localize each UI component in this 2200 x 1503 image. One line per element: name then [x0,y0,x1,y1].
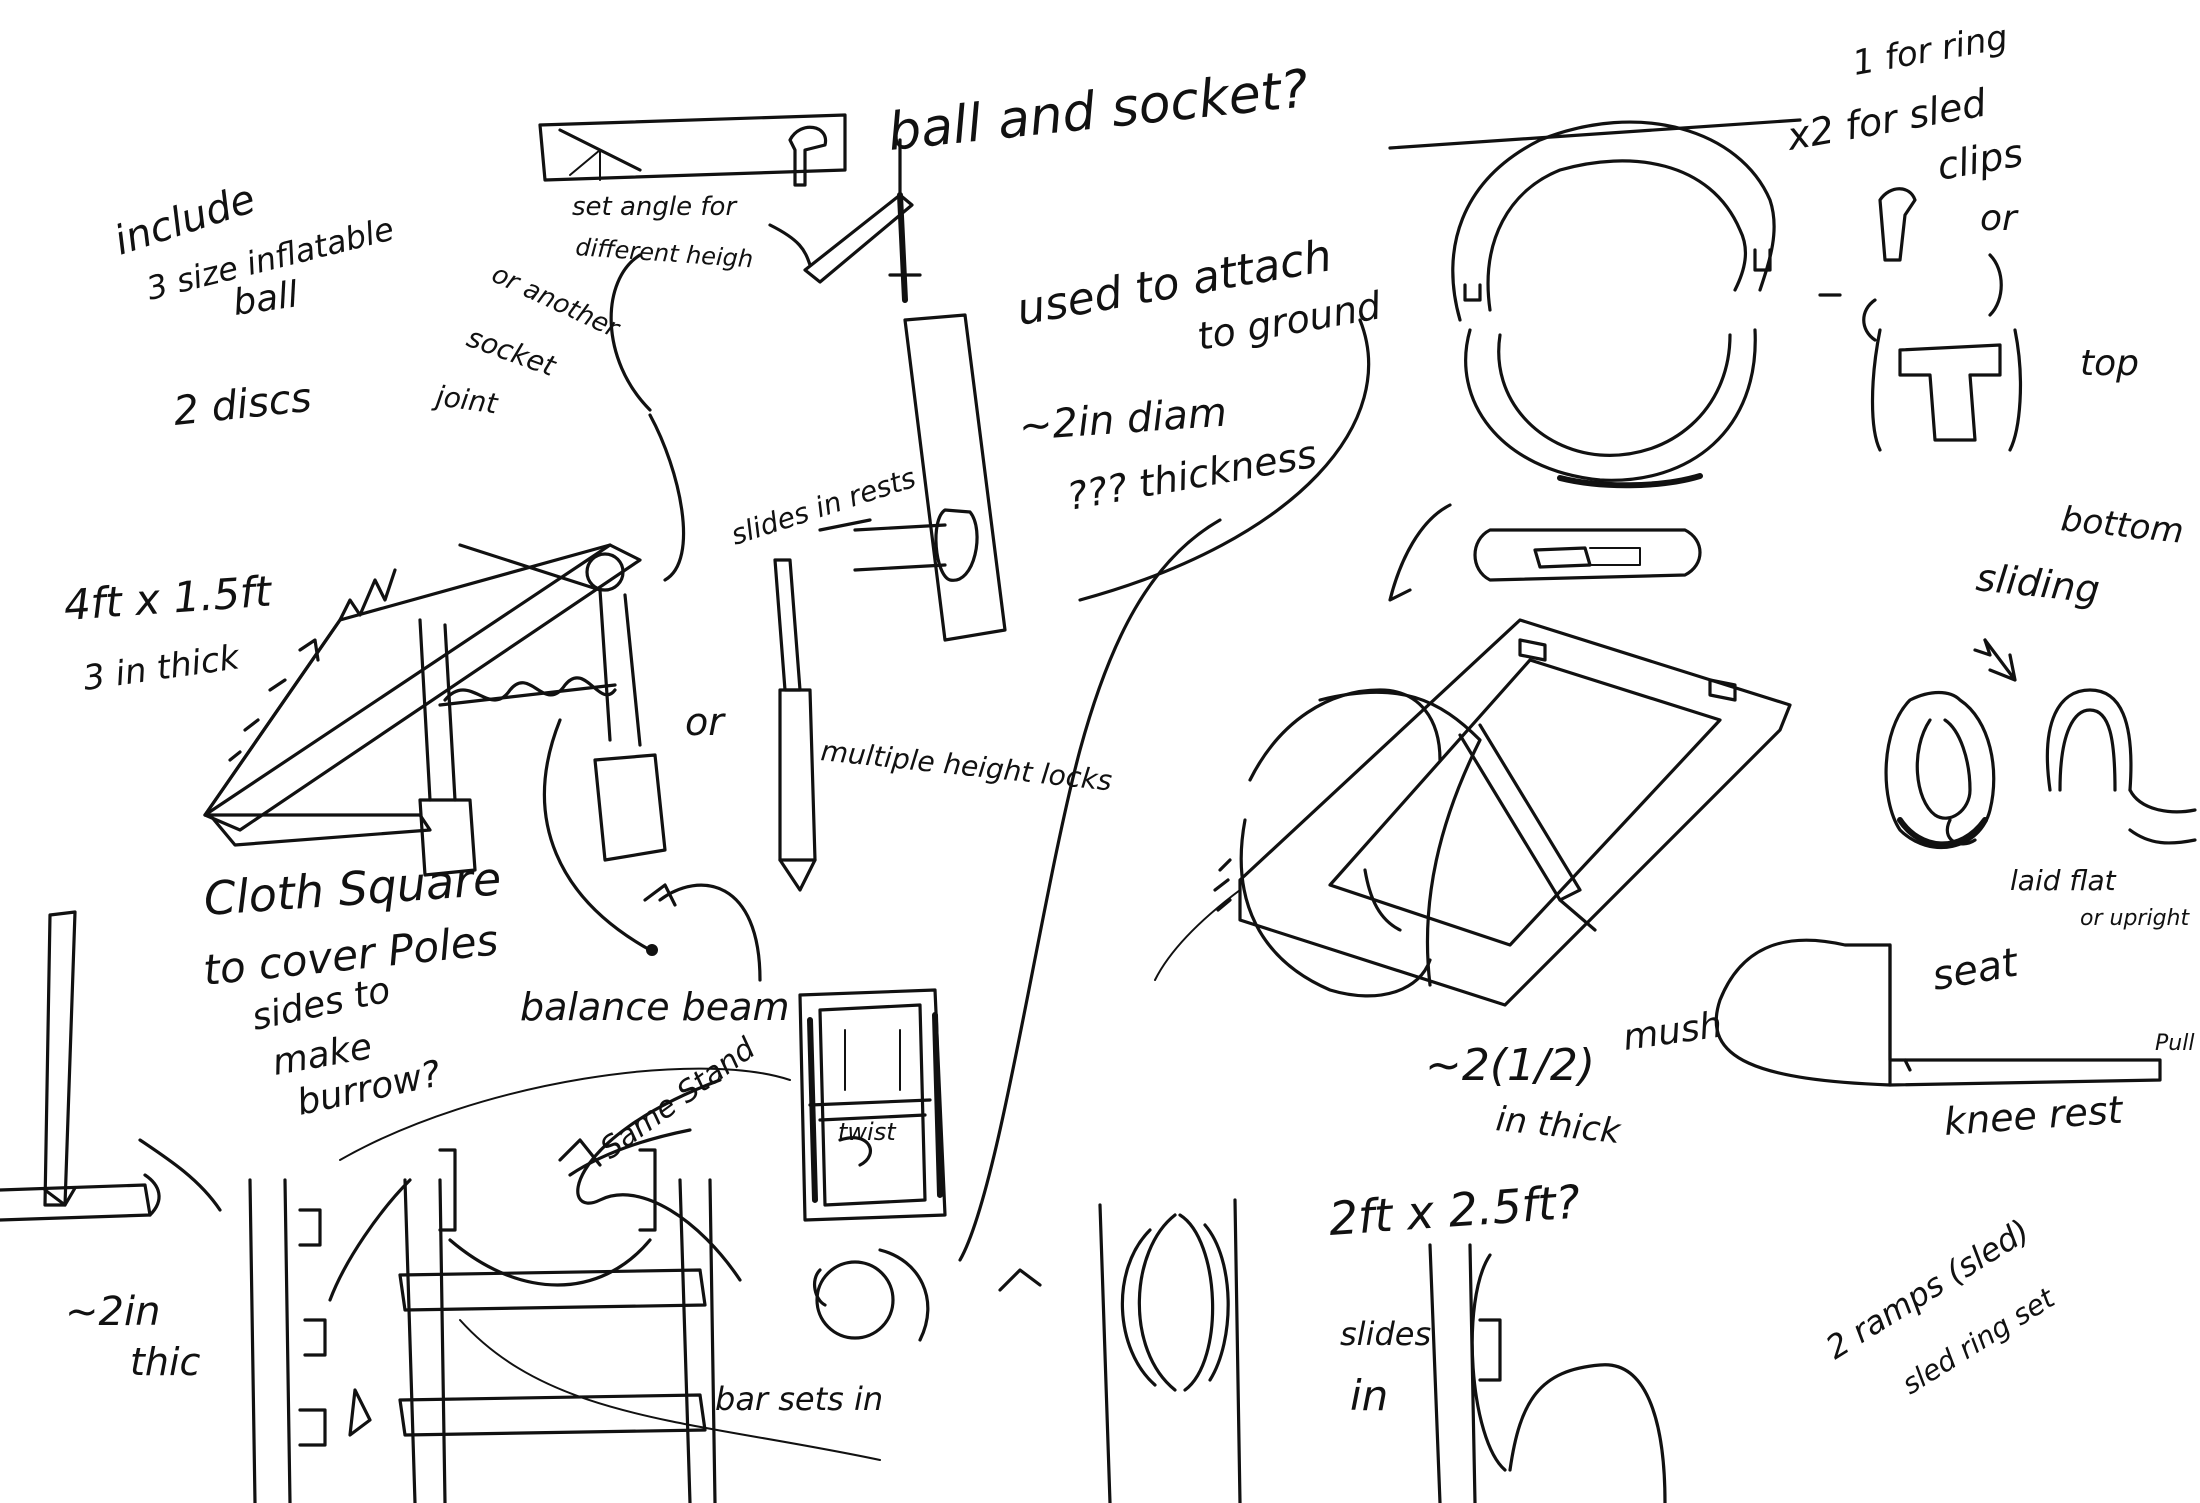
ladder-stand-drawing [248,1148,881,1503]
stake-detail [0,910,222,1222]
height-lock-stick [773,518,872,892]
note-slides: slides [1340,1315,1431,1353]
twist-lock-box [798,988,947,1222]
note-clips: clips [1934,131,2026,189]
note-or-right: or [1980,198,2019,239]
note-twist: twist [838,1118,897,1146]
note-socket: socket [463,321,561,384]
split-ring [1388,118,1802,602]
bracket-pair [1098,1198,1242,1503]
slide-in-rail [1428,1243,1667,1503]
note-balance-beam: balance beam [520,985,790,1029]
knee-rest-drawing [1714,938,2162,1087]
note-mush: mush [1621,1004,1725,1058]
angled-panel-drawing [203,543,667,956]
note-two-in: ~2in [65,1289,160,1335]
note-sled-size: 2ft x 2.5ft? [1327,1175,1582,1246]
note-panel-thick: 3 in thick [81,637,243,699]
note-bottom: bottom [2059,499,2185,552]
sliding-u-shapes [1884,638,2197,849]
note-two-and-half: ~2(1/2) [1425,1040,1595,1091]
note-seat: seat [1929,939,2023,999]
twist-ring [812,1248,930,1342]
note-cloth-square: Cloth Square [202,851,503,926]
note-ball-and-socket: ball and socket? [885,59,1311,163]
note-panel-size: 4ft x 1.5ft [62,567,274,630]
sled-with-ring [1154,618,1792,1007]
note-ball: ball [231,274,301,324]
note-sliding: sliding [1974,555,2102,612]
note-two-discs: 2 discs [171,375,313,435]
ground-attach-pole [853,313,1007,642]
note-bar-sets-in: bar sets in [715,1380,883,1418]
note-or-upright: or upright [2080,906,2190,931]
note-different-height: different heigh [575,233,754,273]
note-slides-in-rests: slides in rests [727,461,920,552]
note-in-thick: in thick [1494,1099,1623,1152]
note-one-for-ring: 1 for ring [1850,17,2011,84]
clip-slider [1473,528,1702,582]
note-thic: thic [130,1340,201,1384]
note-top: top [2080,343,2139,384]
note-pull: Pull [2155,1031,2194,1056]
note-in: in [1350,1371,1388,1420]
note-same-stand: Same Stand [594,1031,762,1167]
note-laid-flat: laid flat [2010,864,2117,897]
ball-socket-box [538,113,847,187]
note-two-in-diam: ~2in diam [1017,390,1228,450]
ball-joint-rod [768,138,922,303]
guide-curves-center [328,253,1371,1302]
note-knee-rest: knee rest [1943,1087,2126,1143]
note-joint: joint [430,379,500,421]
note-or-middle: or [685,700,726,744]
note-multiple-height-locks: multiple height locks [819,734,1113,797]
clip-profile [1818,187,2023,452]
note-set-angle: set angle for [572,192,738,222]
